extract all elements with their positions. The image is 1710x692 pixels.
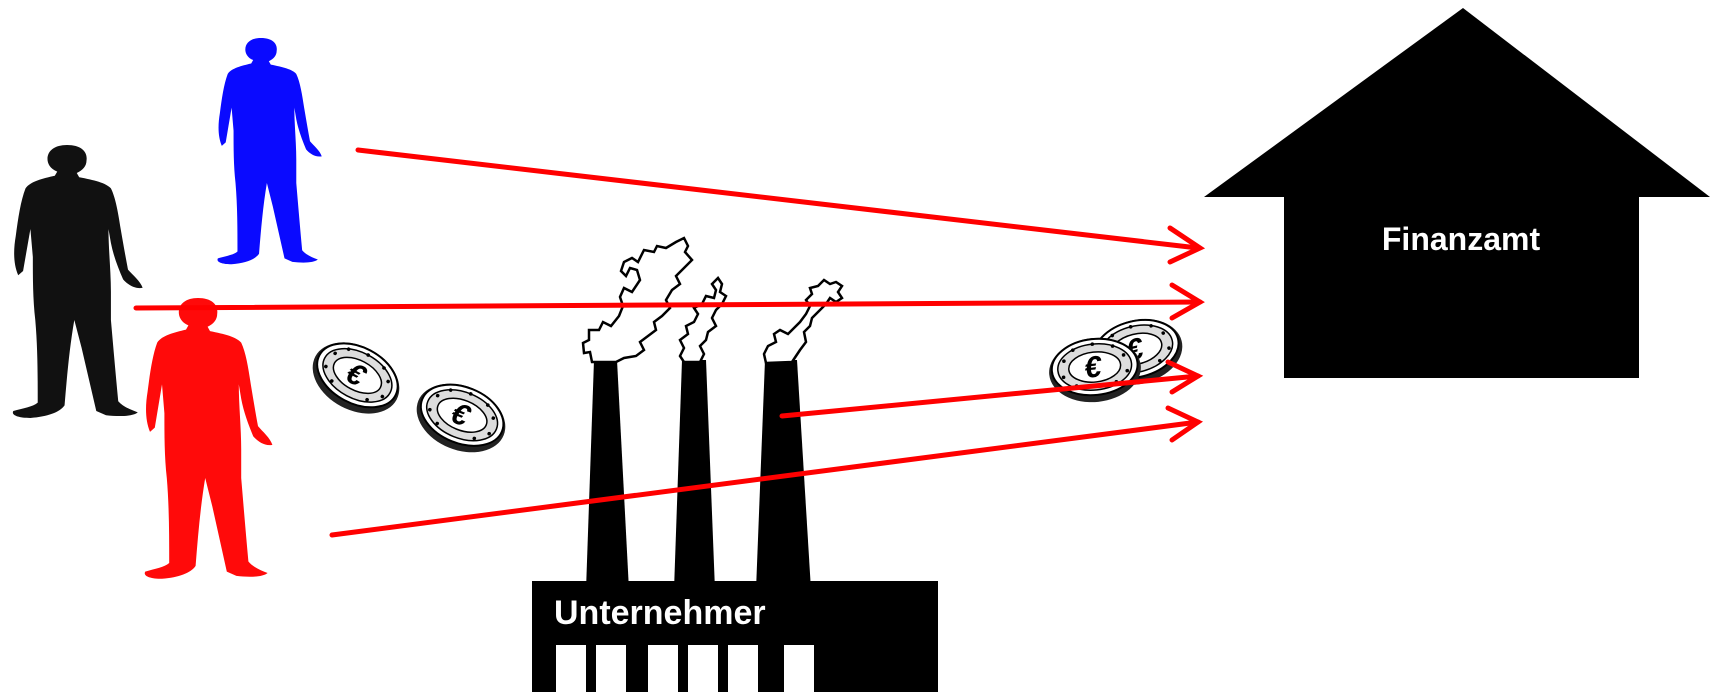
person-red (144, 298, 273, 579)
house-label: Finanzamt (1382, 221, 1541, 257)
arrow-blue-to-tax-office (355, 147, 1206, 265)
arrow-black-to-tax-office (133, 282, 1205, 321)
arrow-factory-to-tax-office (779, 359, 1204, 419)
factory-window (728, 645, 758, 692)
tax-office-house: Finanzamt (1204, 8, 1710, 378)
euro-coin-icon (299, 327, 413, 429)
factory-window (556, 645, 586, 692)
factory-window (648, 645, 678, 692)
person-black (12, 145, 143, 418)
arrows (133, 147, 1206, 538)
factory-smoke-left (581, 236, 694, 364)
factory-chimney-left (586, 360, 629, 590)
person-blue (217, 38, 322, 265)
factory: Unternehmer (532, 236, 938, 692)
factory-window (688, 645, 718, 692)
arrow-red-to-tax-office (329, 405, 1204, 538)
house-body (1284, 193, 1639, 378)
euro-coin-icon (405, 370, 517, 466)
factory-window (596, 645, 626, 692)
factory-window (784, 645, 814, 692)
factory-chimney-middle (674, 360, 715, 590)
house-roof (1204, 8, 1710, 197)
factory-smoke-middle (678, 276, 728, 364)
factory-smoke-right (762, 278, 844, 365)
factory-label: Unternehmer (554, 594, 766, 632)
